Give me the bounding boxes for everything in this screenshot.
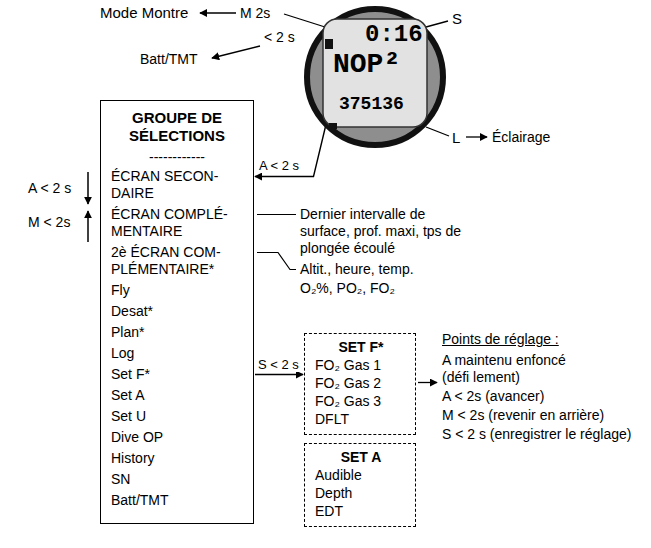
button-label: L — [452, 129, 460, 146]
menu-item: FO₂ Gas 2 — [315, 374, 407, 392]
leader-line — [257, 253, 296, 270]
button-label: M < 2s — [28, 214, 70, 231]
button-leader — [284, 14, 325, 27]
button-label: Batt/TMT — [140, 51, 198, 68]
edge-label: A < 2 s — [258, 158, 300, 173]
box-heading: GROUPE DE SÉLECTIONS — [111, 109, 243, 145]
settings-box: SET F*FO₂ Gas 1FO₂ Gas 2FO₂ Gas 3DFLT — [304, 333, 416, 435]
annotation: Dernier intervalle de surface, prof. max… — [300, 206, 478, 257]
menu-item: DFLT — [315, 410, 407, 428]
batt-arrow — [212, 46, 260, 58]
menu-item: Depth — [315, 484, 407, 502]
lcd-readout: 0:16 — [365, 23, 423, 47]
menu-item: Fly — [111, 282, 243, 299]
settings-box: SET AAudibleDepthEDT — [304, 443, 416, 527]
settings-note: A < 2s (avancer) — [442, 388, 544, 405]
menu-item: SN — [111, 471, 243, 488]
connector-arrow — [255, 126, 326, 176]
button-label: Éclairage — [492, 129, 550, 146]
settings-note: M < 2s (revenir en arrière) — [442, 407, 604, 424]
edge-label: S < 2 s — [257, 357, 300, 372]
menu-item: Plan* — [111, 324, 243, 341]
lcd-readout: 375136 — [339, 95, 404, 113]
button-label: < 2 s — [264, 29, 295, 46]
menu-item: FO₂ Gas 3 — [315, 392, 407, 410]
up-arrow — [87, 211, 89, 242]
menu-box: GROUPE DE SÉLECTIONS ------------ ÉCRAN SE… — [100, 100, 254, 524]
lcd-icon — [329, 123, 337, 129]
down-arrow — [87, 172, 89, 204]
box-heading: SET F* — [315, 338, 407, 356]
button-label: S — [452, 10, 462, 27]
menu-item: Batt/TMT — [111, 492, 243, 509]
settings-note: A maintenu enfoncé (défi lement) — [442, 352, 592, 386]
settings-arrow — [418, 382, 437, 383]
watch-face: 0:16NOP² 375136 — [303, 5, 447, 149]
menu-item: Set A — [111, 387, 243, 404]
button-leader — [426, 127, 449, 136]
menu-item: Dive OP — [111, 429, 243, 446]
button-label: M 2s — [240, 5, 270, 22]
menu-item: Desat* — [111, 303, 243, 320]
button-label: A < 2 s — [28, 180, 71, 197]
menu-item: FO₂ Gas 1 — [315, 356, 407, 374]
lcd-screen — [323, 19, 427, 127]
menu-item: ÉCRAN SECON- DAIRE — [111, 168, 243, 202]
menu-item: EDT — [315, 502, 407, 520]
menu-item: Log — [111, 345, 243, 362]
settings-note: S < 2 s (enregistrer le réglage) — [442, 426, 638, 443]
leader-line — [257, 214, 296, 215]
button-label: Mode Montre — [100, 4, 188, 21]
menu-item: 2è ÉCRAN COM- PLÉMENTAIRE* — [111, 244, 243, 278]
menu-item: ------------ — [111, 149, 243, 166]
menu-item: Audible — [315, 466, 407, 484]
menu-item: Set F* — [111, 366, 243, 383]
lcd-readout: NOP² — [333, 51, 400, 79]
menu-item: ÉCRAN COMPLÉ- MENTAIRE — [111, 206, 243, 240]
menu-item: History — [111, 450, 243, 467]
settings-note: Points de réglage : — [442, 331, 559, 348]
mode-arrow — [200, 12, 236, 13]
light-arrow — [466, 136, 487, 137]
button-leader — [426, 21, 448, 27]
menu-item: Set U — [111, 408, 243, 425]
annotation: Altit., heure, temp. — [300, 261, 414, 278]
box-heading: SET A — [315, 448, 407, 466]
lcd-icon — [325, 39, 333, 49]
annotation: O₂%, PO₂, FO₂ — [300, 280, 395, 297]
connector-arrow — [255, 374, 303, 375]
watch-bezel — [307, 9, 443, 145]
